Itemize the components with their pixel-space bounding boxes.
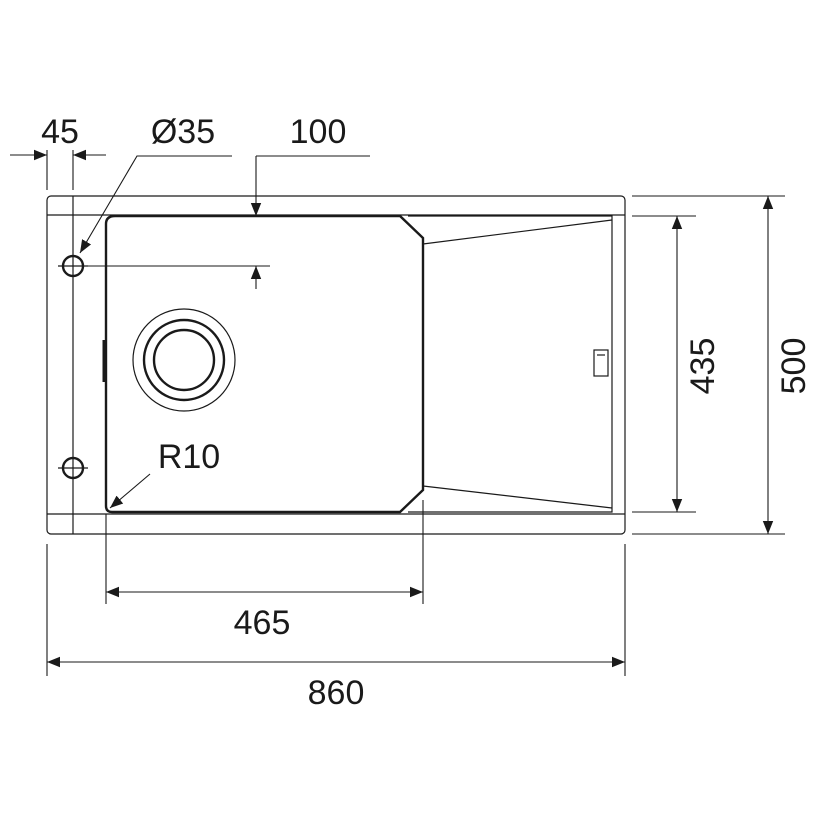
drainer-outline <box>408 215 613 513</box>
waste-inner-ring <box>152 328 216 392</box>
label-tap-offset: 45 <box>41 113 79 151</box>
dim-r10 <box>109 473 151 509</box>
label-bowl-offset: 100 <box>290 113 347 151</box>
label-tap-hole-diameter: Ø35 <box>151 113 215 151</box>
label-inner-depth: 435 <box>684 338 722 395</box>
label-corner-radius: R10 <box>158 438 220 476</box>
waste-outlet <box>132 308 236 412</box>
drainer-groove-top <box>422 219 613 245</box>
drainer-board <box>408 215 613 513</box>
dim-diameter-35 <box>79 155 232 254</box>
dim-100 <box>83 155 370 289</box>
drainer-groove-bottom <box>422 485 613 509</box>
label-overall-width: 860 <box>308 674 365 712</box>
dim-860 <box>46 544 626 676</box>
dim-500 <box>632 195 785 535</box>
label-overall-depth: 500 <box>775 338 813 395</box>
dim-465 <box>105 500 424 604</box>
waste-outer-ring <box>132 308 236 412</box>
bowl-outline <box>104 214 425 514</box>
outer-rim <box>46 195 626 535</box>
dim-45 <box>10 149 106 190</box>
overflow-slot <box>593 349 609 377</box>
label-bowl-width: 465 <box>234 604 291 642</box>
waste-mid-ring <box>142 318 226 402</box>
dim-435 <box>632 215 696 513</box>
